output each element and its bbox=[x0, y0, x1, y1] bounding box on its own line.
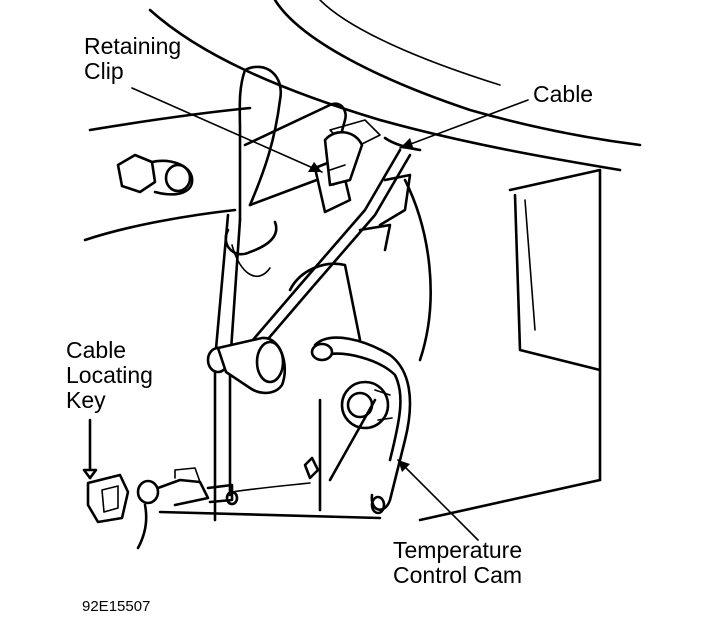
label-line: Control Cam bbox=[393, 562, 523, 588]
label-line: Cable bbox=[66, 337, 127, 363]
label-line: Key bbox=[66, 387, 106, 413]
pivot-pin bbox=[206, 336, 287, 395]
cable-bracket bbox=[358, 173, 412, 252]
label-retaining-clip: Retaining Clip bbox=[84, 34, 181, 84]
bolt-head bbox=[116, 153, 194, 196]
retaining-clip-shape bbox=[313, 131, 364, 214]
label-line: Cable bbox=[533, 81, 594, 107]
lever-plate bbox=[213, 65, 347, 522]
housing-outline bbox=[83, 0, 642, 522]
label-line: Locating bbox=[66, 362, 153, 388]
label-cable: Cable bbox=[533, 82, 593, 107]
label-temperature-control-cam: Temperature Control Cam bbox=[393, 538, 522, 588]
control-cam bbox=[288, 262, 412, 515]
label-cable-locating-key: Cable Locating Key bbox=[66, 338, 153, 413]
label-line: Retaining bbox=[84, 33, 182, 59]
figure-code: 92E15507 bbox=[82, 598, 151, 615]
locating-key-shape bbox=[82, 418, 382, 550]
label-line: Temperature bbox=[393, 537, 523, 563]
leader-lines bbox=[131, 87, 529, 541]
label-line: Clip bbox=[84, 58, 124, 84]
